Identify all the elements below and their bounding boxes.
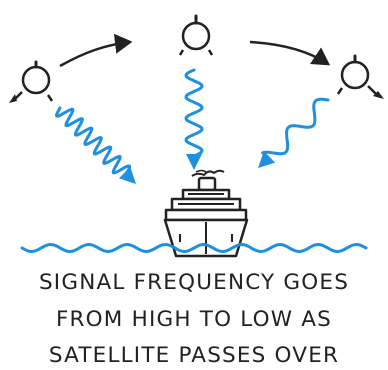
signal-low-frequency-head [258, 151, 276, 168]
wave-icon [20, 242, 368, 254]
satellite-icon [9, 60, 54, 103]
arrow-icon [249, 40, 331, 66]
arrow-icon [59, 33, 133, 68]
ship-icon [163, 169, 249, 258]
satellite-icon [336, 54, 384, 99]
signal-high-frequency-head [119, 167, 136, 184]
caption-line-2: FROM HIGH TO LOW AS [55, 307, 333, 332]
caption-line-1: SIGNAL FREQUENCY GOES [38, 270, 350, 295]
signal-low-frequency [261, 97, 330, 156]
signal-mid-frequency-head [186, 154, 202, 170]
caption-line-3: SATELLITE PASSES OVER [48, 343, 340, 368]
diagram-art [9, 14, 384, 258]
signal-high-frequency [54, 106, 132, 176]
signal-mid-frequency [184, 68, 204, 158]
satellite-icon [178, 14, 214, 56]
